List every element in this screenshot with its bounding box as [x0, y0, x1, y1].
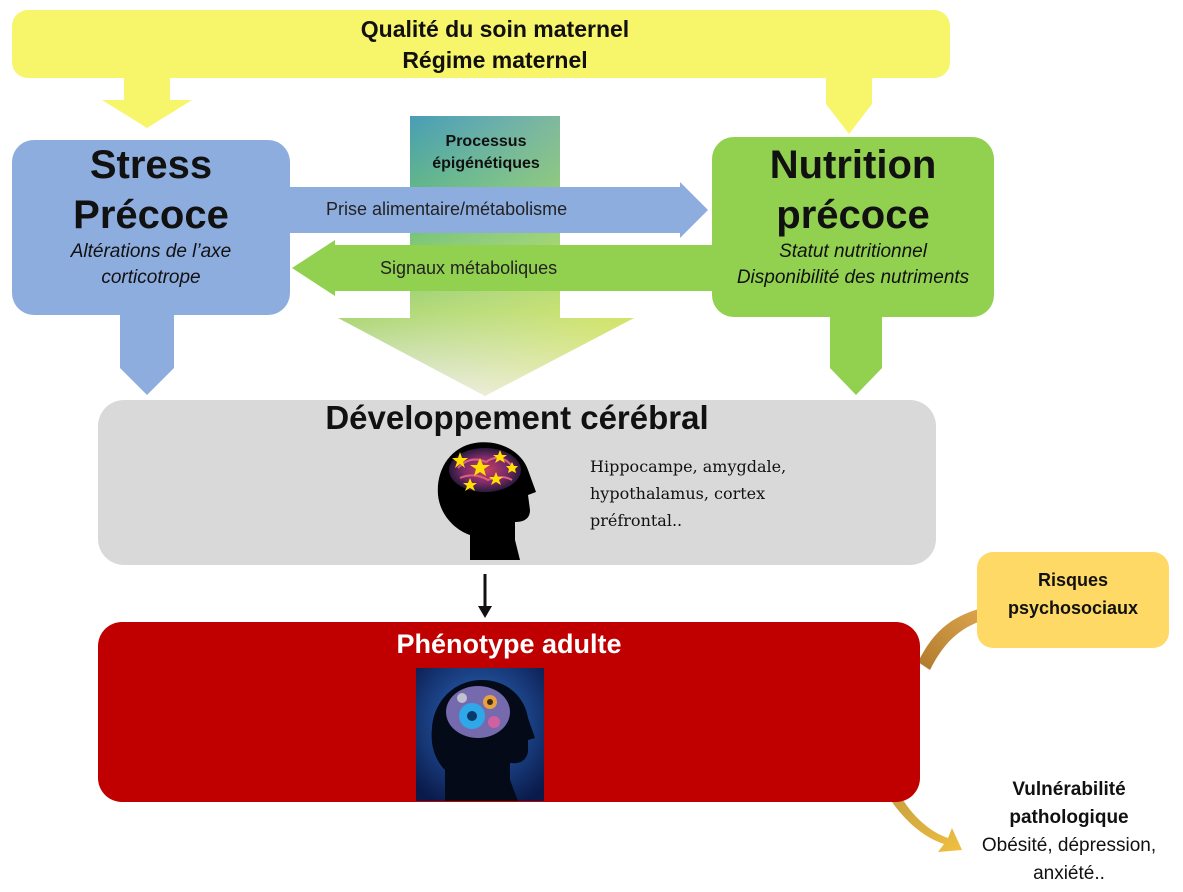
- stress-subtitle-line1: Altérations de l’axe: [70, 241, 232, 262]
- stress-title: Stress Précoce: [12, 140, 290, 240]
- development-title: Développement cérébral: [325, 399, 709, 436]
- epigenetic-label: Processus épigénétiques: [410, 131, 562, 175]
- stress-subtitle-line2: corticotrope: [101, 267, 201, 288]
- regions-line1: Hippocampe, amygdale,: [590, 457, 787, 476]
- stress-box: [12, 140, 290, 395]
- nutrition-title-line2: précoce: [776, 193, 930, 237]
- risks-line1: Risques: [1037, 570, 1109, 590]
- nutrition-subtitle-line2: Disponibilité des nutriments: [736, 267, 970, 288]
- vulnerability-detail-line2: anxiété..: [1033, 863, 1105, 884]
- stress-title-line1: Stress: [89, 143, 213, 187]
- risk-arrow: [918, 606, 990, 670]
- nutrition-title-line1: Nutrition: [769, 143, 937, 187]
- head-gears-icon: [416, 668, 544, 801]
- regions-line3: préfrontal..: [590, 511, 683, 530]
- prise-arrow: [290, 182, 708, 238]
- nutrition-subtitle: Statut nutritionnel Disponibilité des nu…: [712, 239, 994, 291]
- risks-line2: psychosociaux: [1007, 598, 1139, 618]
- maternal-banner: [12, 10, 950, 134]
- down-arrow: [478, 574, 492, 618]
- maternal-label: Qualité du soin maternel Régime maternel: [240, 14, 750, 76]
- risks-label: Risques psychosociaux: [977, 566, 1169, 622]
- maternal-line1: Qualité du soin maternel: [360, 16, 630, 42]
- head-silhouette-stars-icon: [437, 442, 536, 560]
- vulnerability-title-line1: Vulnérabilité: [1012, 779, 1126, 800]
- vulnerability-detail-line1: Obésité, dépression,: [981, 835, 1157, 856]
- brain-regions: Hippocampe, amygdale, hypothalamus, cort…: [590, 453, 850, 534]
- epigenetic-line2: épigénétiques: [432, 155, 540, 172]
- epigenetic-line1: Processus: [445, 133, 527, 150]
- stress-subtitle: Altérations de l’axe corticotrope: [12, 239, 290, 291]
- signaux-label: Signaux métaboliques: [380, 258, 558, 278]
- stress-title-line2: Précoce: [73, 193, 229, 237]
- nutrition-subtitle-line1: Statut nutritionnel: [779, 241, 927, 262]
- vulnerability-title-line2: pathologique: [1009, 807, 1129, 828]
- nutrition-box: [712, 137, 994, 395]
- prise-label: Prise alimentaire/métabolisme: [326, 199, 568, 219]
- risks-box: [977, 552, 1169, 648]
- vulnerability-arrow: [892, 795, 962, 852]
- signaux-arrow: [292, 240, 712, 296]
- regions-line2: hypothalamus, cortex: [590, 484, 766, 503]
- maternal-line2: Régime maternel: [402, 47, 588, 73]
- phenotype-title: Phénotype adulte: [396, 629, 622, 659]
- vulnerability-label: Vulnérabilité pathologique Obésité, dépr…: [955, 776, 1183, 888]
- nutrition-title: Nutrition précoce: [712, 140, 994, 240]
